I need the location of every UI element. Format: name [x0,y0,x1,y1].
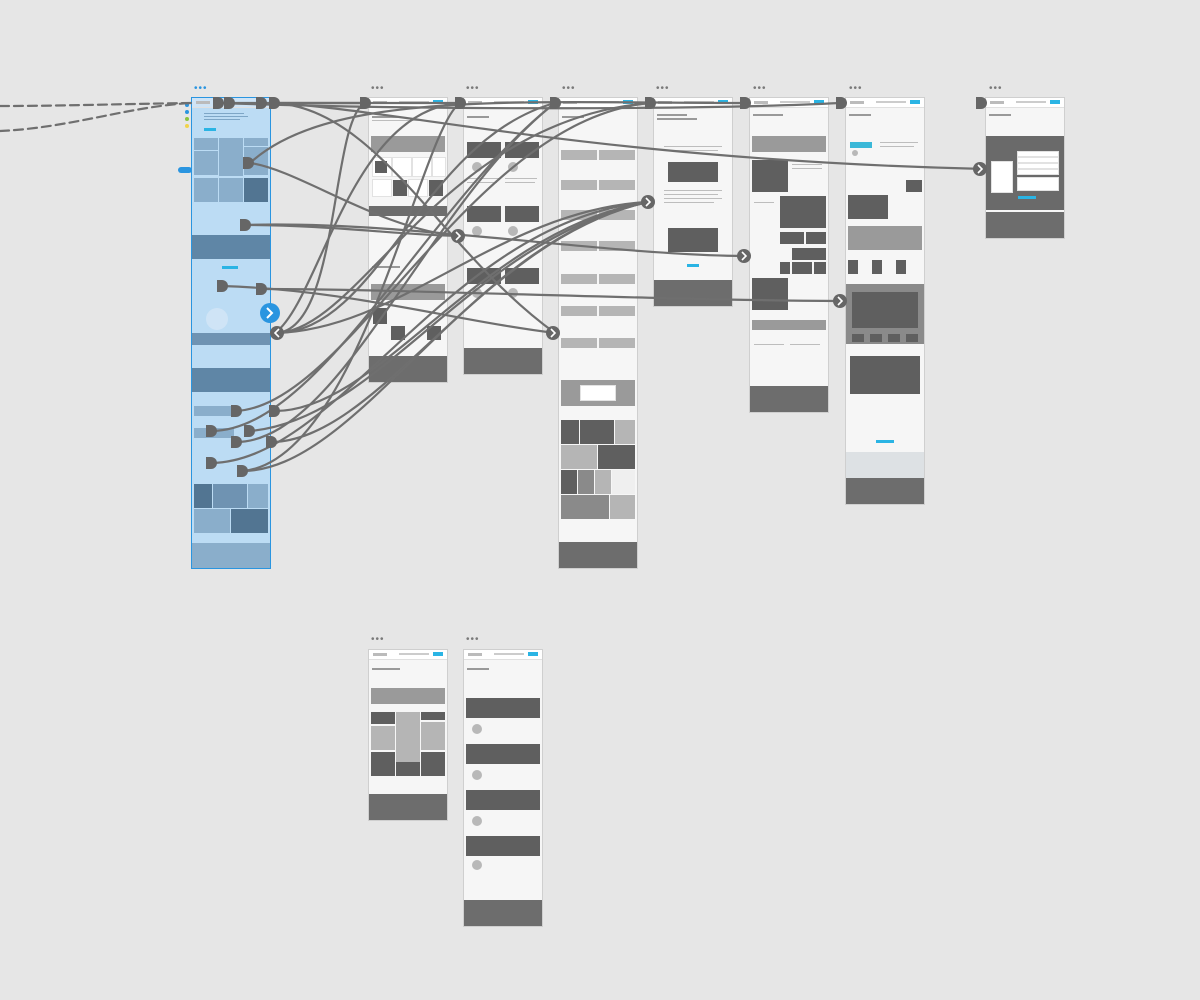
chevron-right-icon[interactable] [451,229,465,243]
link-handle-icon[interactable] [213,97,224,109]
swatch-green [185,117,189,121]
link-handle-icon[interactable] [836,97,847,109]
artboard-menu-icon[interactable]: ••• [371,634,385,645]
chevron-right-icon[interactable] [737,249,751,263]
artboard-page[interactable] [654,98,732,306]
artboard-page[interactable] [750,98,828,412]
link-handle-icon[interactable] [256,97,267,109]
artboard-menu-icon[interactable]: ••• [656,83,670,94]
link-handle-icon[interactable] [231,436,242,448]
link-handle-icon[interactable] [206,457,217,469]
link-handle-icon[interactable] [240,219,251,231]
link-handle-icon[interactable] [645,97,656,109]
link-handle-icon[interactable] [269,97,280,109]
chevron-left-icon[interactable] [270,326,284,340]
link-handle-icon[interactable] [243,157,254,169]
artboard-page[interactable] [986,98,1064,238]
artboard-menu-icon[interactable]: ••• [194,83,208,94]
link-handle-icon[interactable] [740,97,751,109]
artboard-home[interactable] [192,98,270,568]
link-handle-icon[interactable] [206,425,217,437]
artboard-page[interactable] [369,650,447,820]
artboard-menu-icon[interactable]: ••• [562,83,576,94]
artboard-page[interactable] [464,650,542,926]
link-handle-icon[interactable] [231,405,242,417]
chevron-right-icon[interactable] [260,303,280,323]
swatch-blue [185,103,189,107]
link-handle-icon[interactable] [976,97,987,109]
chevron-right-icon[interactable] [833,294,847,308]
link-handle-icon[interactable] [244,425,255,437]
artboard-menu-icon[interactable]: ••• [849,83,863,94]
swatch-blue [185,110,189,114]
artboard-menu-icon[interactable]: ••• [989,83,1003,94]
link-handle-icon[interactable] [266,436,277,448]
chevron-right-icon[interactable] [546,326,560,340]
artboard-page[interactable] [559,98,637,568]
selection-tab[interactable] [178,167,192,173]
link-handle-icon[interactable] [256,283,267,295]
link-handle-icon[interactable] [237,465,248,477]
swatch-yellow [185,124,189,128]
chevron-right-icon[interactable] [641,195,655,209]
artboard-menu-icon[interactable]: ••• [371,83,385,94]
link-handle-icon[interactable] [550,97,561,109]
link-handle-icon[interactable] [217,280,228,292]
link-handle-icon[interactable] [224,97,235,109]
artboard-menu-icon[interactable]: ••• [466,83,480,94]
link-handle-icon[interactable] [455,97,466,109]
link-handle-icon[interactable] [269,405,280,417]
link-handle-icon[interactable] [360,97,371,109]
chevron-right-icon[interactable] [973,162,987,176]
artboard-menu-icon[interactable]: ••• [753,83,767,94]
artboard-menu-icon[interactable]: ••• [466,634,480,645]
